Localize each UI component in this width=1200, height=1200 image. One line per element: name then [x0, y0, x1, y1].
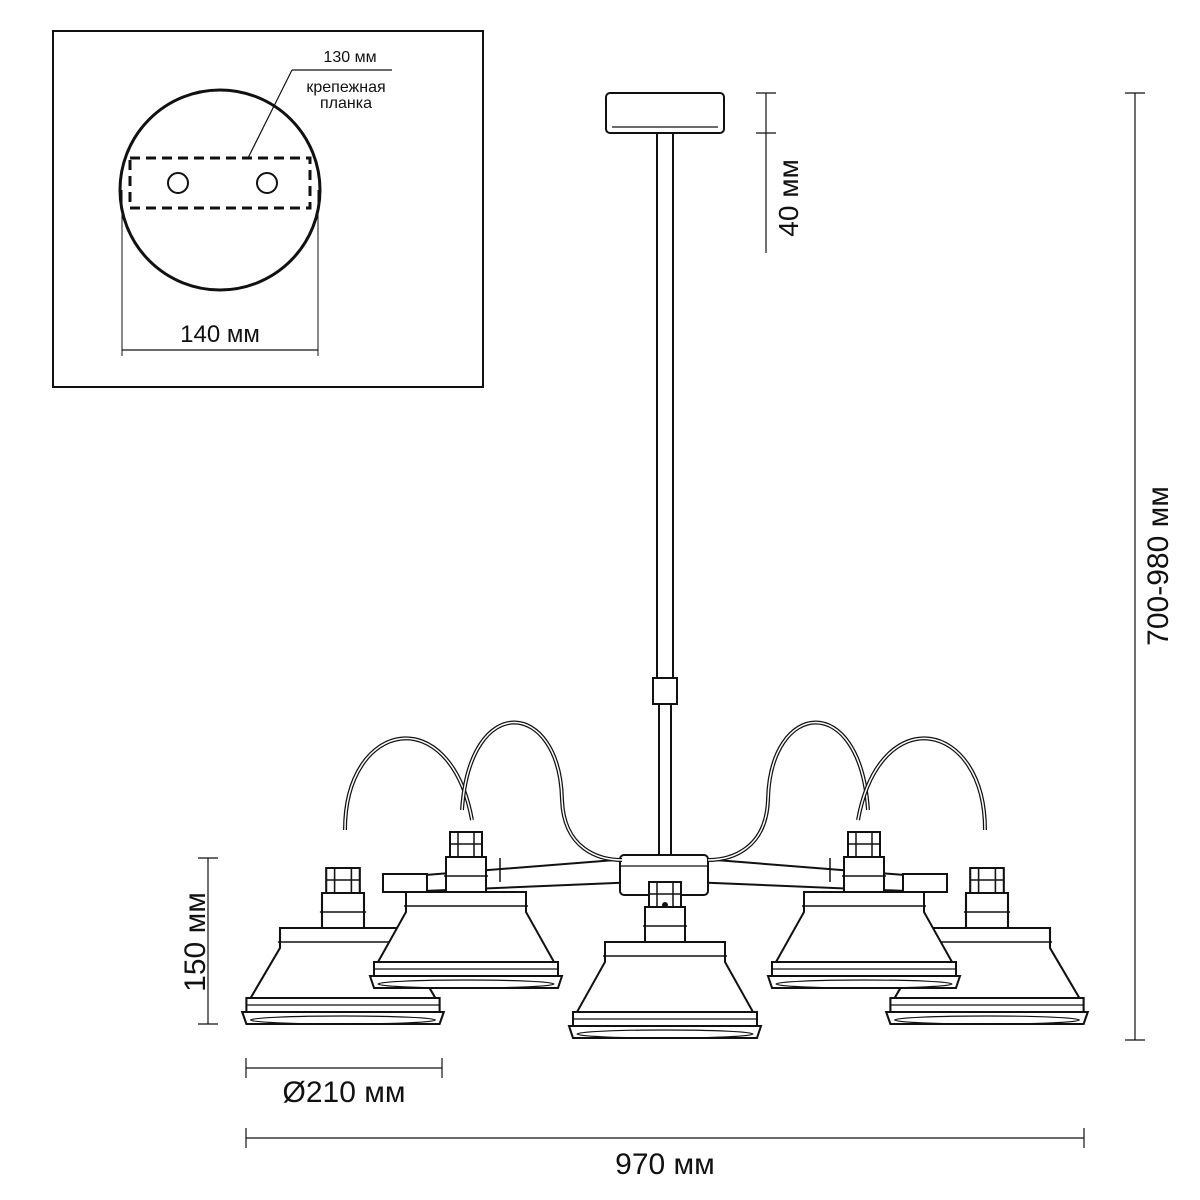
total-height-label: 700-980 мм: [1142, 486, 1175, 646]
mounting-hole-right: [256, 172, 278, 194]
arm-right: [689, 856, 931, 894]
plate-width-label: 130 мм: [323, 49, 376, 66]
shade-height-label: 150 мм: [179, 892, 212, 992]
suspension-rod: [656, 132, 674, 679]
leader-line: [247, 69, 293, 159]
shade-mid-right: [767, 831, 961, 989]
mounting-hole-left: [167, 172, 189, 194]
dimension-annotations: 40 мм 700-980 мм 150 мм Ø210 мм 970 мм: [179, 92, 1175, 1181]
total-width-label: 970 мм: [615, 1148, 715, 1181]
wire-2: [460, 720, 623, 862]
shade-mid-left: [369, 831, 563, 989]
shade-diameter-label: Ø210 мм: [283, 1076, 406, 1109]
chandelier-drawing: [241, 92, 1089, 1039]
mounting-plate: [128, 156, 312, 210]
canopy-height-label: 40 мм: [773, 159, 804, 236]
wire-3: [707, 720, 870, 862]
canopy-diameter-label: 140 мм: [180, 321, 260, 348]
arm-left: [399, 856, 641, 894]
wire-1: [343, 736, 474, 831]
mounting-inset: 130 мм крепежная планка 140 мм: [52, 30, 484, 388]
canopy-plate-circle: [118, 88, 322, 292]
rod-coupling: [652, 677, 678, 705]
wire-4: [856, 736, 987, 831]
plate-name-line1: крепежная: [306, 79, 385, 96]
plate-name-line2: планка: [320, 95, 372, 112]
